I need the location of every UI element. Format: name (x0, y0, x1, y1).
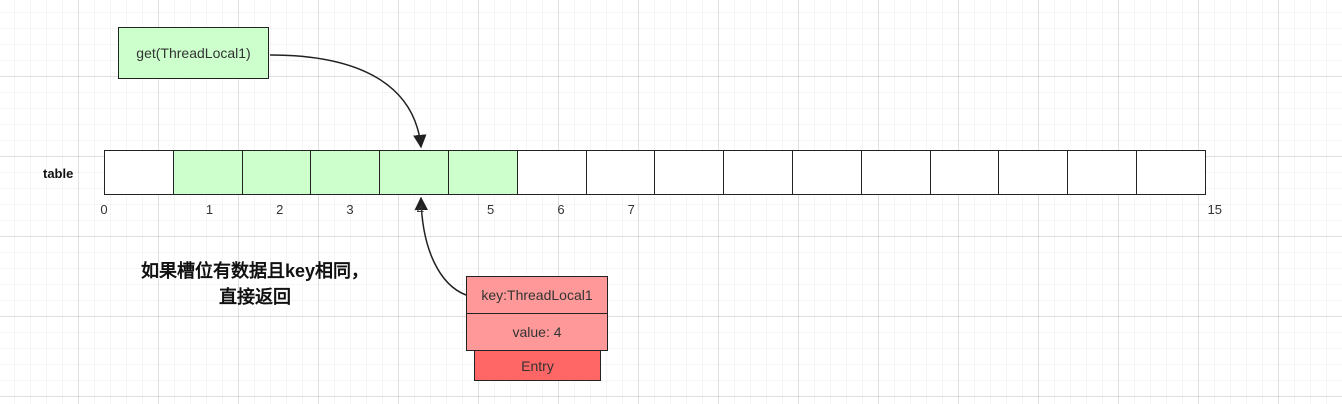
slot-index-label: 6 (557, 202, 565, 217)
table-slot-12 (929, 150, 1000, 195)
table-slot-5 (447, 150, 519, 195)
entry-to-slot-arrow (414, 196, 467, 296)
get-call-box: get(ThreadLocal1) (118, 27, 269, 79)
table-slot-14 (1067, 150, 1138, 195)
entry-value: value: 4 (466, 313, 608, 351)
slot-index-label: 3 (346, 202, 354, 217)
table-slot-4 (379, 150, 450, 195)
table-slot-1 (172, 150, 244, 195)
table-slot-9 (723, 150, 794, 195)
entry-key: key:ThreadLocal1 (466, 276, 608, 314)
table-slot-2 (241, 150, 312, 195)
slot-index-label: 5 (487, 202, 495, 217)
slot-index-label: 15 (1207, 202, 1222, 217)
hash-table (104, 150, 1207, 195)
table-slot-15 (1135, 150, 1207, 195)
note-line-2: 直接返回 (219, 287, 291, 307)
entry-label: Entry (474, 350, 601, 381)
slot-index-label: 2 (276, 202, 284, 217)
note-line-1: 如果槽位有数据且key相同， (140, 261, 370, 281)
table-label: table (43, 166, 74, 181)
table-slot-6 (516, 150, 588, 195)
table-slot-10 (791, 150, 863, 195)
get-to-slot-arrow (269, 54, 427, 149)
slot-index-label: 0 (100, 202, 108, 217)
slot-index-label: 4 (416, 202, 424, 217)
table-slot-8 (654, 150, 725, 195)
table-slot-13 (998, 150, 1069, 195)
slot-index-label: 1 (205, 202, 214, 217)
table-slot-7 (585, 150, 656, 195)
table-slot-3 (310, 150, 381, 195)
table-slot-11 (860, 150, 932, 195)
slot-index-label: 7 (627, 202, 635, 217)
table-slot-0 (104, 150, 175, 195)
condition-note: 如果槽位有数据且key相同， 直接返回 (110, 258, 400, 310)
